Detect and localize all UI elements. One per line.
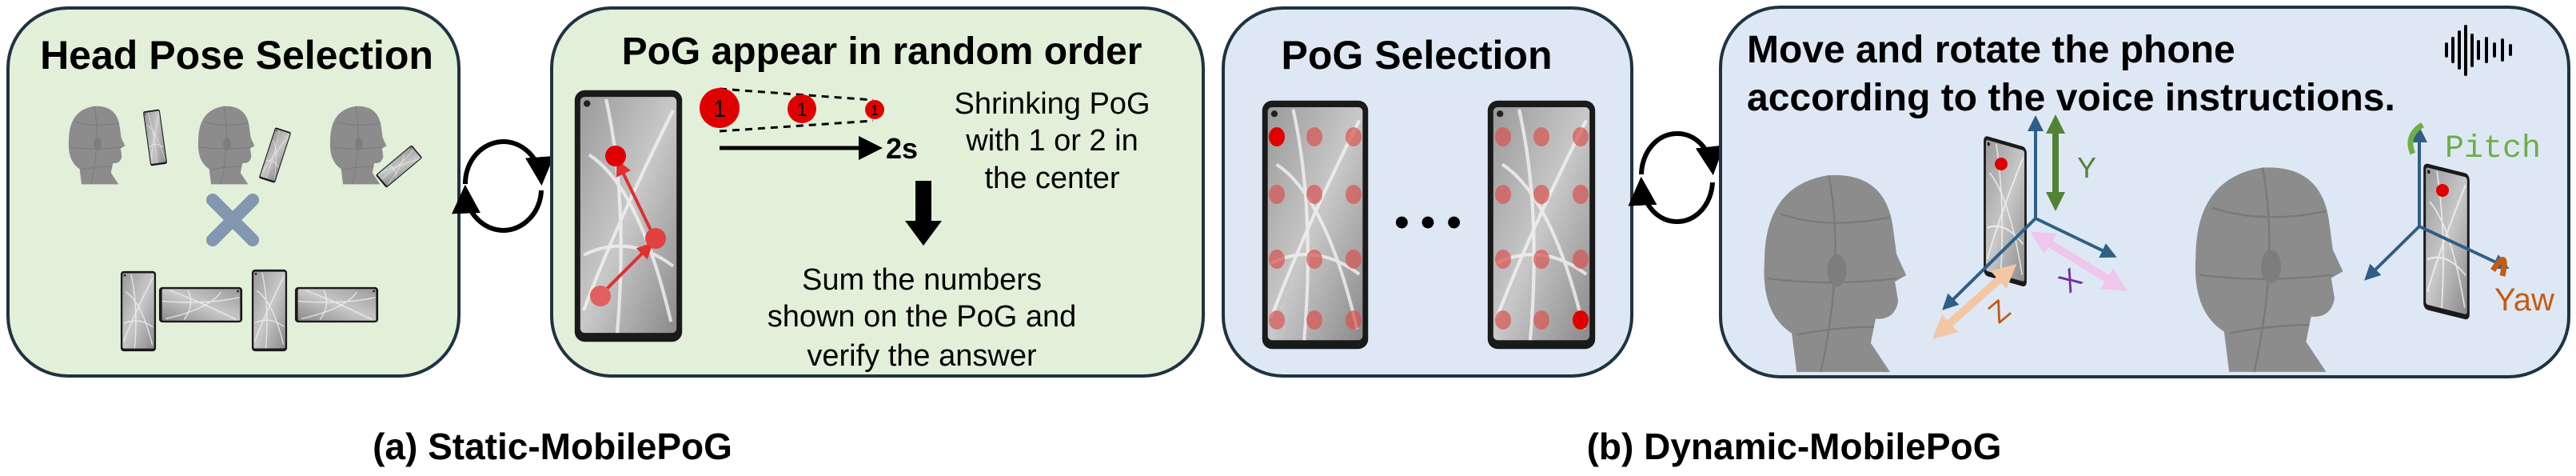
pog-dot	[1346, 185, 1362, 204]
cycle-arrows-icon	[1628, 130, 1725, 225]
pitch-label: Pitch	[2445, 131, 2541, 167]
svg-text:verify the answer: verify the answer	[807, 339, 1037, 373]
pog-dot	[1495, 185, 1511, 204]
static-caption: (a) Static-MobilePoG	[373, 426, 732, 467]
yaw-label: Yaw	[2494, 282, 2554, 318]
head-pose-title: Head Pose Selection	[40, 33, 433, 78]
shrink-note: Shrinking PoG with 1 or 2 in the center	[954, 87, 1150, 195]
z-axis-arrow	[1932, 264, 2017, 339]
task-note: Sum the numbers shown on the PoG and ver…	[768, 263, 1077, 373]
pog-sequence	[590, 146, 666, 306]
head-pose-panel: Head Pose Selection	[6, 6, 461, 378]
yaw-arrow-icon	[2490, 257, 2507, 277]
pog-dot	[1306, 185, 1322, 204]
voice-waveform-icon	[2445, 25, 2512, 76]
pog-dot	[1269, 250, 1285, 269]
pog-dot	[1269, 185, 1285, 204]
phone-portrait-icon	[251, 269, 288, 352]
pog-random-panel: PoG appear in random order 1 1 1 2s Shri…	[550, 6, 1205, 378]
y-axis-label: Y	[2077, 151, 2096, 184]
phone-portrait-icon	[120, 270, 157, 352]
pog-dot-active	[1269, 127, 1285, 146]
phone-screen	[575, 90, 682, 342]
shrinking-pog-illustration: 1 1 1 2s	[700, 87, 918, 165]
pog-dot	[1269, 310, 1285, 330]
pog-dot	[1995, 158, 2008, 170]
pog-dot	[1495, 250, 1511, 269]
pog-dot	[2436, 184, 2449, 197]
rotation-axes: Pitch Yaw	[2364, 122, 2554, 318]
dynamic-caption: (b) Dynamic-MobilePoG	[1587, 426, 2002, 467]
pog-grid-first	[1269, 127, 1362, 330]
pog-dot	[1306, 310, 1322, 330]
pog-dot	[1573, 250, 1589, 269]
pog-dot	[605, 146, 626, 166]
pog-dot	[1573, 127, 1589, 146]
pog-dot	[1533, 185, 1549, 204]
svg-text:shown on the PoG and: shown on the PoG and	[768, 300, 1077, 334]
pog-dot	[1533, 250, 1549, 269]
x-axis-arrow	[2030, 231, 2127, 291]
pog-dot	[1346, 250, 1362, 269]
pog-dot	[1346, 310, 1362, 330]
svg-text:Shrinking PoG: Shrinking PoG	[954, 87, 1150, 121]
pog-selection-panel: PoG Selection • • •	[1222, 6, 1633, 378]
pog-selection-title: PoG Selection	[1282, 33, 1553, 78]
duration-label: 2s	[886, 132, 918, 165]
pog-dot	[590, 286, 611, 306]
voice-title-line1: Move and rotate the phone	[1747, 29, 2235, 71]
pog-number: 1	[796, 99, 807, 121]
pog-dot	[1533, 310, 1549, 330]
pog-number: 1	[713, 96, 727, 122]
pog-dot	[1573, 185, 1589, 204]
cycle-arrows-icon	[452, 139, 554, 233]
cross-icon	[206, 194, 259, 246]
pog-dot	[1346, 127, 1362, 146]
svg-text:the center: the center	[985, 162, 1120, 195]
pog-random-title: PoG appear in random order	[622, 30, 1142, 73]
pog-dot-active	[1573, 310, 1589, 330]
pitch-arrow-icon	[2407, 122, 2425, 155]
pog-dot	[1495, 127, 1511, 146]
pog-dot	[1306, 250, 1322, 269]
pog-grid-last	[1495, 127, 1589, 330]
svg-text:with 1 or 2 in: with 1 or 2 in	[965, 124, 1138, 158]
phone-landscape-icon	[294, 286, 379, 323]
pog-dot	[1533, 127, 1549, 146]
svg-text:Sum the numbers: Sum the numbers	[802, 263, 1042, 297]
down-arrow-icon	[905, 181, 942, 246]
voice-title-line2: according to the voice instructions.	[1747, 77, 2395, 119]
pog-dot	[645, 228, 666, 249]
ellipsis: • • •	[1394, 199, 1461, 246]
pog-dot	[1306, 127, 1322, 146]
pog-number: 1	[871, 102, 879, 118]
phone-landscape-icon	[158, 286, 243, 323]
pog-dot	[1495, 310, 1511, 330]
voice-instruction-panel: Move and rotate the phone according to t…	[1719, 6, 2570, 378]
